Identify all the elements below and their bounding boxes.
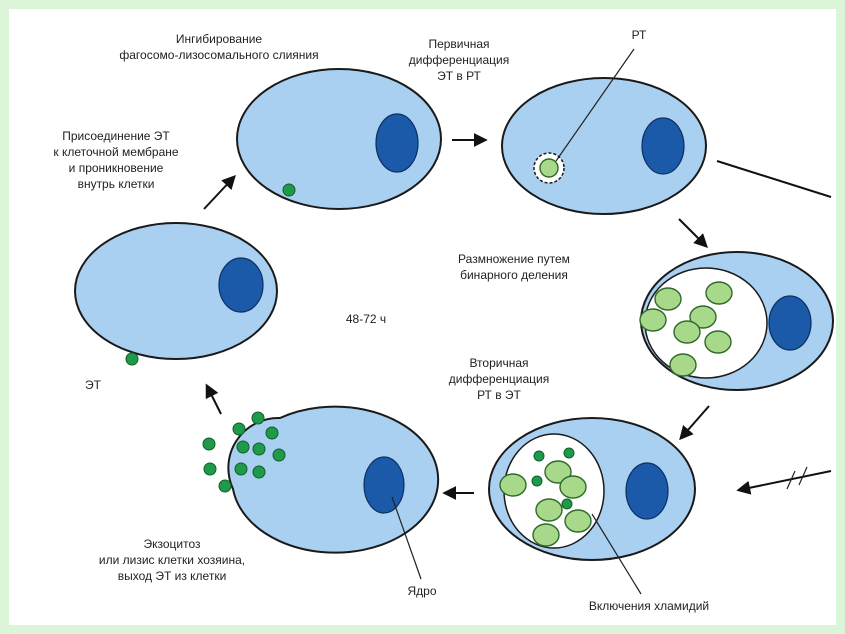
cell-attachment bbox=[75, 223, 277, 365]
label-time: 48-72 ч bbox=[346, 312, 386, 326]
nucleus bbox=[769, 296, 811, 350]
cell-inhibition bbox=[237, 69, 441, 209]
nucleus bbox=[642, 118, 684, 174]
elementary-body bbox=[564, 448, 574, 458]
arrow-attach-to-inhibition bbox=[204, 177, 234, 209]
label-primary-line3: ЭТ в РТ bbox=[437, 69, 481, 83]
cell-binary-fission bbox=[640, 252, 833, 390]
arrow-binary-to-secondary bbox=[681, 406, 709, 438]
reticulate-body bbox=[500, 474, 526, 496]
reticulate-body bbox=[533, 524, 559, 546]
elementary-body bbox=[252, 412, 264, 424]
label-attach-line4: внутрь клетки bbox=[78, 177, 155, 191]
label-binary-line2: бинарного деления bbox=[460, 268, 568, 282]
label-exo-line3: выход ЭТ из клетки bbox=[118, 569, 227, 583]
elementary-body bbox=[273, 449, 285, 461]
label-secondary-line1: Вторичная bbox=[469, 356, 528, 370]
label-rt: РТ bbox=[632, 28, 647, 42]
reticulate-body bbox=[565, 510, 591, 532]
reticulate-body bbox=[655, 288, 681, 310]
edge-line-top-right bbox=[717, 161, 831, 197]
label-binary-line1: Размножение путем bbox=[458, 252, 570, 266]
edge-arrow-bottom-right bbox=[739, 471, 831, 490]
elementary-body bbox=[203, 438, 215, 450]
label-primary-line1: Первичная bbox=[428, 37, 489, 51]
nucleus bbox=[219, 258, 263, 312]
reticulate-body bbox=[540, 159, 558, 177]
reticulate-body bbox=[536, 499, 562, 521]
elementary-body bbox=[283, 184, 295, 196]
label-primary-line2: дифференциация bbox=[409, 53, 509, 67]
reticulate-body bbox=[705, 331, 731, 353]
arrow-exocytosis-to-et bbox=[207, 386, 221, 414]
elementary-body bbox=[204, 463, 216, 475]
elementary-body bbox=[235, 463, 247, 475]
label-attach-line2: к клеточной мембране bbox=[53, 145, 178, 159]
nucleus bbox=[364, 457, 404, 513]
label-secondary-line3: РТ в ЭТ bbox=[477, 388, 521, 402]
chlamydia-lifecycle-diagram: Ингибирование фагосомо-лизосомального сл… bbox=[9, 9, 836, 625]
reticulate-body bbox=[670, 354, 696, 376]
reticulate-body bbox=[706, 282, 732, 304]
label-inclusions: Включения хламидий bbox=[589, 599, 709, 613]
arrow-primary-to-binary bbox=[679, 219, 706, 246]
cell-primary-differentiation bbox=[502, 49, 706, 214]
nucleus bbox=[376, 114, 418, 172]
label-exo-line1: Экзоцитоз bbox=[143, 537, 201, 551]
nucleus bbox=[626, 463, 668, 519]
elementary-body bbox=[237, 441, 249, 453]
label-attach-line1: Присоединение ЭТ bbox=[62, 129, 170, 143]
label-nucleus: Ядро bbox=[407, 584, 436, 598]
cell-secondary-differentiation bbox=[489, 418, 695, 594]
label-et: ЭТ bbox=[85, 378, 102, 392]
label-secondary-line2: дифференциация bbox=[449, 372, 549, 386]
reticulate-body bbox=[674, 321, 700, 343]
reticulate-body bbox=[560, 476, 586, 498]
label-attach-line3: и проникновение bbox=[69, 161, 164, 175]
elementary-body bbox=[253, 466, 265, 478]
label-inhibition-line2: фагосомо-лизосомального слияния bbox=[119, 48, 318, 62]
elementary-body bbox=[219, 480, 231, 492]
diagram-canvas: Ингибирование фагосомо-лизосомального сл… bbox=[9, 9, 836, 625]
reticulate-body bbox=[640, 309, 666, 331]
host-cell bbox=[228, 407, 438, 553]
elementary-body bbox=[126, 353, 138, 365]
elementary-body bbox=[532, 476, 542, 486]
elementary-body bbox=[233, 423, 245, 435]
elementary-body bbox=[253, 443, 265, 455]
label-exo-line2: или лизис клетки хозяина, bbox=[99, 553, 245, 567]
label-inhibition-line1: Ингибирование bbox=[176, 32, 263, 46]
elementary-body bbox=[266, 427, 278, 439]
elementary-body bbox=[534, 451, 544, 461]
elementary-body bbox=[562, 499, 572, 509]
